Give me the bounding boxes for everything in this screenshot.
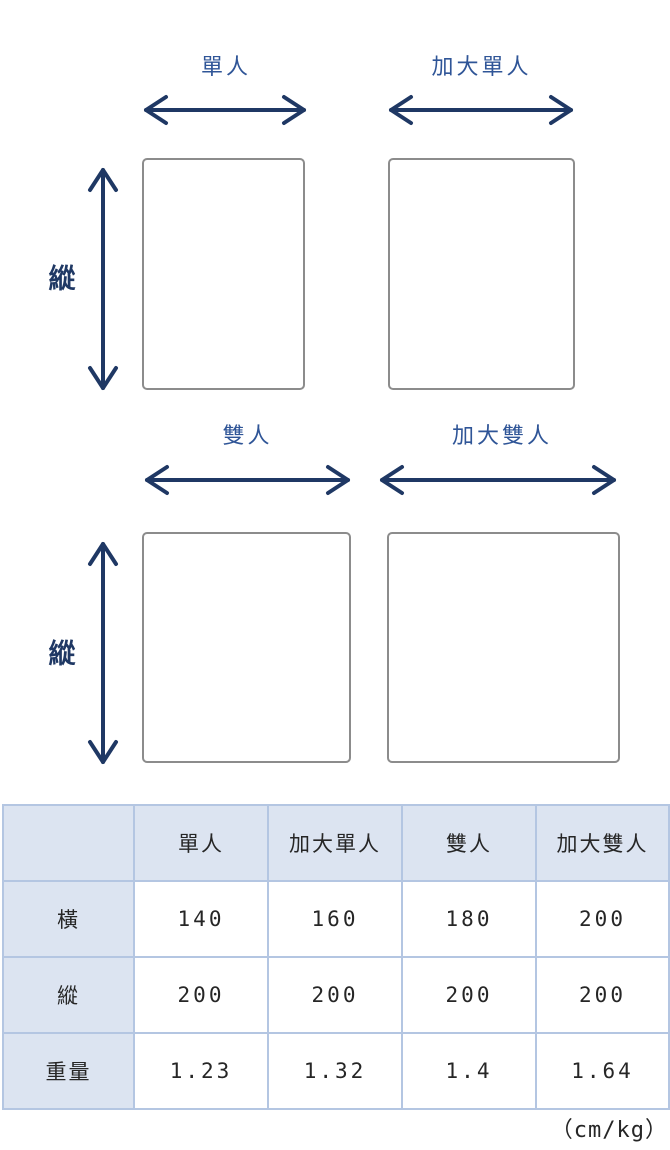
width-arrow-icon: [389, 95, 573, 125]
table-cell: 200: [401, 956, 537, 1034]
bed-box-xl-single: [388, 158, 575, 390]
table-cell: 160: [267, 880, 403, 958]
row-header-cell: 縱: [2, 956, 135, 1034]
table-cell: 200: [133, 956, 269, 1034]
height-arrow-icon: [88, 168, 118, 390]
vertical-dimension-label: 縱: [48, 264, 76, 294]
table-corner-cell: [2, 804, 135, 882]
label-xl-single: 加大單人: [431, 54, 532, 79]
table-row: 重量 1.23 1.32 1.4 1.64: [2, 1032, 670, 1110]
height-arrow-icon: [88, 542, 118, 764]
bed-box-double: [142, 532, 351, 763]
label-xl-double: 加大雙人: [451, 423, 552, 448]
table-cell: 180: [401, 880, 537, 958]
table-cell: 1.32: [267, 1032, 403, 1110]
row-header-cell: 重量: [2, 1032, 135, 1110]
table-cell: 1.4: [401, 1032, 537, 1110]
label-single: 單人: [200, 54, 251, 79]
bed-box-single: [142, 158, 305, 390]
table-header-cell: 加大雙人: [535, 804, 670, 882]
width-arrow-icon: [380, 465, 616, 495]
table-row: 橫 140 160 180 200: [2, 880, 670, 958]
table-header-cell: 雙人: [401, 804, 537, 882]
width-arrow-icon: [144, 95, 306, 125]
size-table: 單人 加大單人 雙人 加大雙人 橫 140 160 180 200 縱 200 …: [2, 804, 670, 1110]
table-cell: 200: [535, 956, 670, 1034]
vertical-dimension-label: 縱: [48, 639, 76, 669]
table-cell: 140: [133, 880, 269, 958]
unit-note: （cm/kg）: [550, 1118, 668, 1143]
table-cell: 1.23: [133, 1032, 269, 1110]
table-cell: 200: [535, 880, 670, 958]
table-header-cell: 加大單人: [267, 804, 403, 882]
table-header-cell: 單人: [133, 804, 269, 882]
table-cell: 200: [267, 956, 403, 1034]
row-header-cell: 橫: [2, 880, 135, 958]
bed-box-xl-double: [387, 532, 620, 763]
width-arrow-icon: [145, 465, 350, 495]
table-header-row: 單人 加大單人 雙人 加大雙人: [2, 804, 670, 882]
table-cell: 1.64: [535, 1032, 670, 1110]
table-row: 縱 200 200 200 200: [2, 956, 670, 1034]
label-double: 雙人: [222, 423, 273, 448]
